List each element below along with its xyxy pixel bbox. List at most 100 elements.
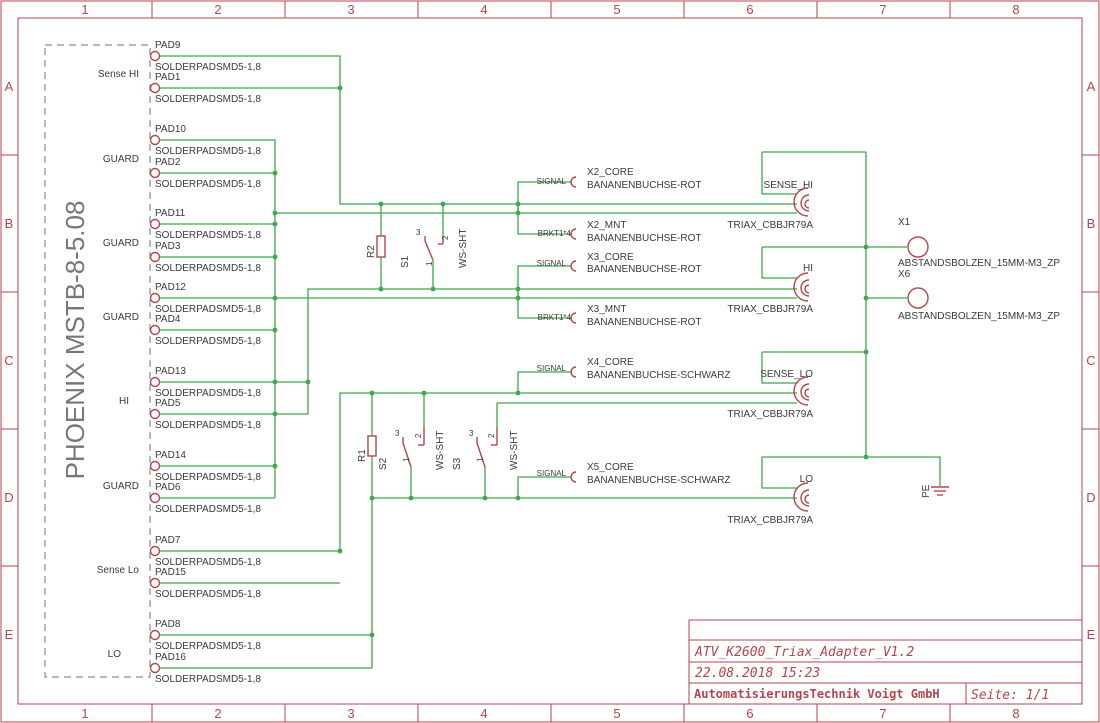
banana-value: BANANENBUCHSE-ROT [587,233,701,244]
switch-s3: 3 2 1 S3 WS-SHT [452,427,520,470]
pad-name: PAD11 [155,208,186,219]
pad-name: PAD12 [155,282,186,293]
banana-value: BANANENBUCHSE-SCHWARZ [587,370,731,381]
column-label: 2 [214,2,221,17]
connector-name: PHOENIX MSTB-8-5.08 [60,201,90,480]
triax-hi: HI TRIAX_CBBJR79A [727,263,813,315]
column-label: 1 [81,2,88,17]
switch-pin-label: 3 [416,228,421,237]
pad-name: PAD7 [155,535,181,546]
switch-name: S2 [378,457,389,470]
switch-pin-label: 1 [425,261,434,266]
wires [160,55,941,669]
pad-name: PAD6 [155,482,181,493]
pad-name: PAD5 [155,398,181,409]
banana-pin-label: SIGNAL [537,177,567,186]
pad-package: SOLDERPADSMD5-1,8 [155,472,261,483]
frame-column-labels-top: 1 2 3 4 5 6 7 8 [81,2,1019,17]
pad-name: PAD8 [155,619,181,630]
triax-sense-hi: SENSE_HI TRIAX_CBBJR79A [727,180,813,231]
switch-s2: 3 2 1 S2 WS-SHT [378,427,446,470]
banana-name: X5_CORE [587,462,634,473]
pad-name: PAD15 [155,567,186,578]
row-label: B [5,216,14,231]
banana-name: X3_MNT [587,304,626,315]
standoff-name: X6 [898,269,911,280]
triax-name: LO [800,474,814,485]
connector-phoenix: PHOENIX MSTB-8-5.08 Sense HI GUARD GUARD… [44,44,151,678]
banana-pin-label: SIGNAL [537,259,567,268]
pad-package: SOLDERPADSMD5-1,8 [155,62,261,73]
switch-pin-label: 2 [414,433,423,438]
column-label: 5 [613,2,620,17]
column-label: 8 [1012,706,1019,721]
pad-package: SOLDERPADSMD5-1,8 [155,304,261,315]
pad-package: SOLDERPADSMD5-1,8 [155,388,261,399]
banana-value: BANANENBUCHSE-ROT [587,264,701,275]
column-label: 2 [214,706,221,721]
connector-pin-label: LO [108,649,122,660]
triax-value: TRIAX_CBBJR79A [727,515,813,526]
resistor-name: R1 [357,449,368,462]
frame-row-labels-left: A B C D E [4,79,13,642]
banana-name: X4_CORE [587,357,634,368]
banana-name: X3_CORE [587,252,634,263]
pad-name: PAD16 [155,652,186,663]
standoff-x1: X1 ABSTANDSBOLZEN_15MM-M3_ZP [898,217,1060,269]
banana-name: X2_MNT [587,220,626,231]
column-label: 4 [480,706,487,721]
column-label: 7 [879,706,886,721]
banana-pin-label: BRKT1*4 [538,313,572,322]
column-label: 5 [613,706,620,721]
column-label: 6 [746,2,753,17]
switch-s1: 3 2 1 S1 WS-SHT [400,228,469,268]
banana-x2-mnt: BRKT1*4 X2_MNT BANANENBUCHSE-ROT [538,220,702,244]
ground-label: PE [921,484,932,498]
pad-name: PAD13 [155,366,186,377]
column-label: 3 [347,2,354,17]
banana-name: X2_CORE [587,167,634,178]
standoff-value: ABSTANDSBOLZEN_15MM-M3_ZP [898,311,1060,322]
switch-pin-label: 2 [441,235,450,240]
banana-x3-core: SIGNAL X3_CORE BANANENBUCHSE-ROT [537,252,702,275]
column-label: 7 [879,2,886,17]
banana-pin-label: SIGNAL [537,469,567,478]
title-block-sheet: Seite: 1/1 [971,688,1049,703]
banana-value: BANANENBUCHSE-SCHWARZ [587,475,731,486]
switch-pin-label: 2 [487,433,496,438]
ground-pe-symbol: PE [921,484,949,498]
switch-pin-label: 3 [395,429,400,438]
pad-package: SOLDERPADSMD5-1,8 [155,641,261,652]
pad-package: SOLDERPADSMD5-1,8 [155,674,261,685]
row-label: E [1087,627,1096,642]
column-label: 1 [81,706,88,721]
resistor-r2: R2 [366,235,386,258]
pad-package: SOLDERPADSMD5-1,8 [155,589,261,600]
banana-x5-core: SIGNAL X5_CORE BANANENBUCHSE-SCHWARZ [537,462,731,486]
triax-lo: LO TRIAX_CBBJR79A [727,474,813,526]
pad-name: PAD9 [155,40,181,51]
connector-pin-label: GUARD [103,238,139,249]
triax-value: TRIAX_CBBJR79A [727,409,813,420]
pad-package: SOLDERPADSMD5-1,8 [155,263,261,274]
connector-pin-label: Sense HI [98,69,139,80]
title-block: ATV_K2600_Triax_Adapter_V1.2 22.08.2018 … [688,619,1083,705]
row-label: D [4,490,13,505]
switch-pin-label: 1 [476,457,485,462]
switch-name: S3 [452,457,463,470]
banana-value: BANANENBUCHSE-ROT [587,317,701,328]
column-label: 6 [746,706,753,721]
pad-package: SOLDERPADSMD5-1,8 [155,146,261,157]
resistor-r1: R1 [357,435,377,462]
